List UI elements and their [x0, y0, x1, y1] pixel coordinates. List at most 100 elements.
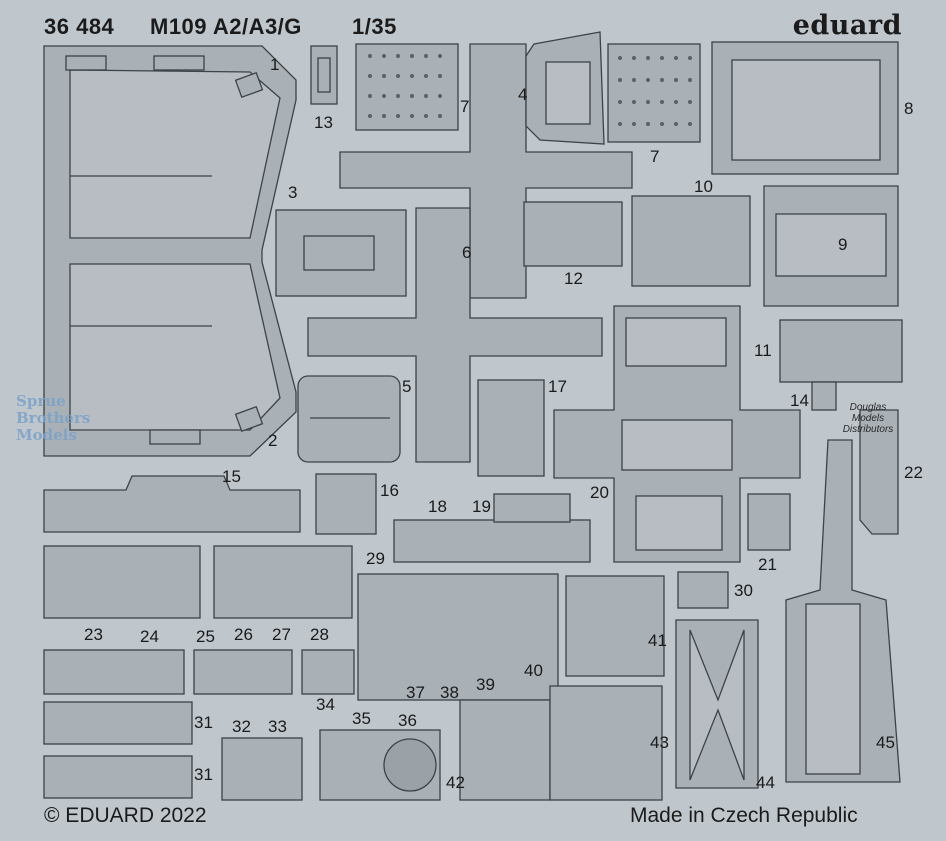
part-number: 4 — [518, 85, 528, 104]
part-number: 17 — [548, 377, 567, 396]
part-25-small — [193, 649, 293, 695]
part-number: 6 — [462, 243, 472, 262]
douglas-watermark: Douglas Models Distributors — [808, 402, 928, 438]
part-number: 31 — [194, 765, 213, 784]
part-number: 23 — [84, 625, 103, 644]
part-number: 40 — [524, 661, 543, 680]
part-number: 20 — [590, 483, 609, 502]
brand-logo: eduard — [792, 10, 902, 41]
part-1-2-inner — [69, 69, 281, 431]
watermark-line: Models — [851, 413, 885, 424]
part-43 — [549, 685, 663, 801]
panel-hinge — [65, 55, 107, 71]
part-number: 25 — [196, 627, 215, 646]
watermark-line: Brothers — [16, 409, 91, 427]
part-number: 21 — [758, 555, 777, 574]
part-number: 39 — [476, 675, 495, 694]
part-number: 19 — [472, 497, 491, 516]
part-number: 2 — [268, 431, 278, 450]
part-32-33 — [221, 737, 303, 801]
part-31a — [43, 701, 193, 745]
part-20-center — [621, 419, 733, 471]
part-number: 18 — [428, 497, 447, 516]
part-3-inner — [303, 235, 375, 271]
part-number: 24 — [140, 627, 159, 646]
part-number: 35 — [352, 709, 371, 728]
part-number: 5 — [402, 377, 412, 396]
part-25-28 — [213, 545, 353, 619]
part-14 — [811, 381, 837, 411]
part-45-inner — [805, 603, 861, 775]
part-number: 37 — [406, 683, 425, 702]
part-number: 13 — [314, 113, 333, 132]
part-number: 9 — [838, 235, 848, 254]
part-37-40 — [357, 573, 559, 701]
part-6-lower — [307, 207, 603, 463]
part-number: 29 — [366, 549, 385, 568]
part-number: 44 — [756, 773, 775, 792]
watermark-line: Distributors — [842, 424, 894, 435]
part-number: 15 — [222, 467, 241, 486]
part-22 — [859, 409, 899, 535]
part-4-inner — [545, 61, 591, 125]
part-number: 1 — [270, 55, 280, 74]
part-17 — [477, 379, 545, 477]
part-number: 31 — [194, 713, 213, 732]
part-number: 7 — [460, 97, 470, 116]
part-number: 14 — [790, 391, 809, 410]
panel-hinge — [153, 55, 205, 71]
part-number: 12 — [564, 269, 583, 288]
part-number: 22 — [904, 463, 923, 482]
part-16 — [315, 473, 377, 535]
kit-scale: 1/35 — [352, 14, 397, 39]
part-number: 43 — [650, 733, 669, 752]
copyright: © EDUARD 2022 — [44, 804, 207, 827]
part-number: 30 — [734, 581, 753, 600]
part-15 — [43, 475, 301, 533]
part-number: 10 — [694, 177, 713, 196]
part-number: 16 — [380, 481, 399, 500]
part-number: 42 — [446, 773, 465, 792]
part-number: 33 — [268, 717, 287, 736]
part-number: 36 — [398, 711, 417, 730]
part-number: 45 — [876, 733, 895, 752]
part-44-inner — [689, 629, 745, 781]
part-9-inner — [775, 213, 887, 277]
part-31b — [43, 755, 193, 799]
part-19-top — [493, 493, 571, 523]
kit-subject: M109 A2/A3/G — [150, 14, 302, 39]
sprue-brothers-watermark: Sprue Brothers Models — [16, 393, 112, 449]
panel-tab — [234, 71, 264, 99]
part-number: 28 — [310, 625, 329, 644]
part-23-24 — [43, 545, 201, 619]
panel-tab — [234, 405, 264, 433]
part-number: 7 — [650, 147, 660, 166]
part-20-top — [625, 317, 727, 367]
part-36-mesh — [383, 738, 437, 792]
part-number: 3 — [288, 183, 298, 202]
part-number: 11 — [754, 341, 772, 360]
part-18-19 — [393, 519, 591, 563]
part-42 — [459, 699, 551, 801]
part-11 — [779, 319, 903, 383]
watermark-line: Douglas — [849, 402, 887, 413]
part-34 — [301, 649, 355, 695]
part-7b — [607, 43, 701, 143]
part-5 — [297, 375, 401, 463]
part-number: 26 — [234, 625, 253, 644]
part-number: 38 — [440, 683, 459, 702]
part-number: 32 — [232, 717, 251, 736]
part-number: 8 — [904, 99, 914, 118]
part-20-bottom — [635, 495, 723, 551]
kit-code: 36 484 — [44, 14, 115, 39]
part-30 — [677, 571, 729, 609]
part-number: 41 — [648, 631, 667, 650]
part-number: 27 — [272, 625, 291, 644]
part-13-inner — [317, 57, 331, 93]
part-21 — [747, 493, 791, 551]
watermark-line: Models — [16, 426, 77, 444]
part-10 — [631, 195, 751, 287]
part-8-inner — [731, 59, 881, 161]
mesh-pattern — [368, 54, 692, 126]
